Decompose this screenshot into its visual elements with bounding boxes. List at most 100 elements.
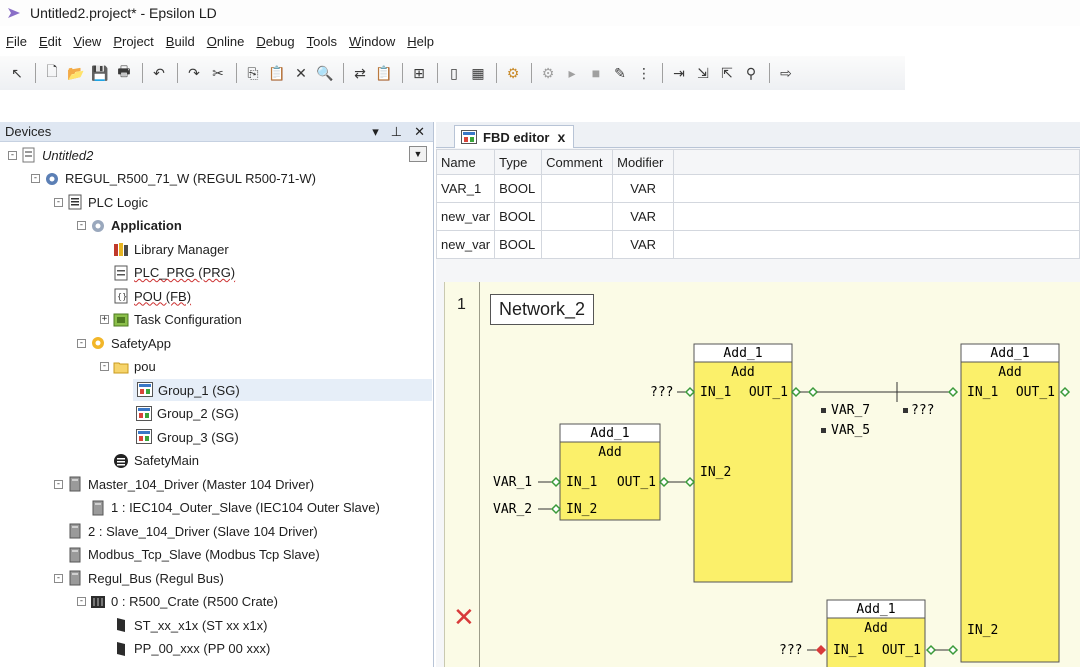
tree-item-safetymain[interactable]: SafetyMain [100,450,199,472]
tree-item-plc[interactable]: -PLC Logic [54,191,148,213]
block-type-label[interactable]: Add [598,445,621,460]
block-instance-name[interactable]: Add_1 [590,426,629,441]
tools-button[interactable]: ✎ [609,62,631,84]
tree-item-plc_prg[interactable]: PLC_PRG (PRG) [100,262,235,284]
pin-connector[interactable] [1059,386,1071,398]
step-over-button[interactable]: ⇥ [668,62,690,84]
logout-button[interactable]: ⚙ [537,62,559,84]
copy-button[interactable]: ⎘ [242,62,264,84]
login-button[interactable]: ⚙ [502,62,524,84]
collapse-icon[interactable]: - [31,173,40,183]
screen-button[interactable]: ▦ [467,62,489,84]
pin-connector[interactable] [550,476,562,488]
device-button[interactable]: ▯ [443,62,465,84]
collapse-icon[interactable]: - [54,196,63,207]
pin-connector[interactable] [947,386,959,398]
tab-close-icon[interactable]: x [557,129,566,145]
pin-connector[interactable] [684,476,696,488]
insert-button[interactable]: ⊞ [408,62,430,84]
breakpoint-button[interactable]: ⋮ [633,62,655,84]
tree-item-library[interactable]: Library Manager [100,238,229,260]
menu-file[interactable]: File [6,33,27,49]
tree-item-1[interactable]: 1 : IEC104_Outer_Slave (IEC104 Outer Sla… [77,497,380,519]
output-pin-label[interactable]: OUT_1 [749,385,788,400]
undo-button[interactable]: ↶ [148,62,170,84]
tree-item-group_1[interactable]: Group_1 (SG) [133,379,432,401]
column-header-name[interactable]: Name [435,149,496,175]
pin-connector[interactable] [947,644,959,656]
block-type-label[interactable]: Add [731,365,754,380]
step-into-button[interactable]: ⇲ [692,62,714,84]
collapse-icon[interactable]: - [100,361,109,371]
input-pin-label[interactable]: IN_1 [967,385,998,400]
menu-window[interactable]: Window [348,33,396,49]
tree-dropdown-button[interactable]: ▼ [409,146,427,162]
tree-item-0[interactable]: -0 : R500_Crate (R500 Crate) [77,591,278,613]
redo-button[interactable]: ↷ [183,62,205,84]
column-header-comment[interactable]: Comment [541,149,614,175]
input-pin-label[interactable]: IN_1 [700,385,731,400]
collapse-icon[interactable]: - [77,220,86,230]
block-instance-name[interactable]: Add_1 [990,346,1029,361]
collapse-icon[interactable]: - [54,478,63,489]
block-type-label[interactable]: Add [864,621,887,636]
paste-button[interactable]: 📋 [266,62,288,84]
pin-icon[interactable]: ⊥ [390,124,403,139]
pin-connector[interactable] [815,644,827,656]
pin-connector[interactable] [658,476,670,488]
cell-modifier[interactable]: VAR [612,174,675,203]
input-pin-label[interactable]: IN_2 [700,465,731,480]
forward-button[interactable]: ⇨ [775,62,797,84]
open-folder-button[interactable]: 📂 [65,62,87,84]
block-type-label[interactable]: Add [998,365,1021,380]
cell-name[interactable]: new_var [435,202,496,231]
tree-item-st_xx_x1x[interactable]: ST_xx_x1x (ST xx x1x) [100,614,267,636]
menu-debug[interactable]: Debug [256,33,295,49]
print-button[interactable]: 🖶 [113,62,135,84]
tree-item-application[interactable]: -Application [77,215,182,237]
tree-item-group_2[interactable]: Group_2 (SG) [123,403,239,425]
tree-item-regul_bus[interactable]: -Regul_Bus (Regul Bus) [54,567,224,589]
column-header-type[interactable]: Type [494,149,543,175]
output-pin-label[interactable]: OUT_1 [617,475,656,490]
network-title[interactable]: Network_2 [490,294,595,325]
menu-help[interactable]: Help [407,33,434,49]
menu-edit[interactable]: Edit [38,33,62,49]
step-out-button[interactable]: ⇱ [716,62,738,84]
menu-view[interactable]: View [73,33,102,49]
column-header-modifier[interactable]: Modifier [612,149,675,175]
pin-connector[interactable] [807,386,819,398]
cell-modifier[interactable]: VAR [612,202,675,231]
tree-item-safetyapp[interactable]: -SafetyApp [77,332,171,354]
pin-connector[interactable] [684,386,696,398]
cell-type[interactable]: BOOL [494,174,543,203]
tree-item-group_3[interactable]: Group_3 (SG) [123,426,239,448]
input-pin-label[interactable]: IN_2 [566,502,597,517]
tree-item-modbus_tcp_slave[interactable]: Modbus_Tcp_Slave (Modbus Tcp Slave) [54,544,320,566]
panel-menu-icon[interactable]: ▾ [372,124,379,139]
cell-comment[interactable] [541,202,614,231]
new-file-button[interactable]: 🗋 [41,62,63,84]
fbd-block[interactable] [960,361,1060,663]
cut-button[interactable]: ✂ [207,62,229,84]
output-pin-label[interactable]: OUT_1 [882,643,921,658]
pin-connector[interactable] [790,386,802,398]
stop-button[interactable]: ■ [585,62,607,84]
save-button[interactable]: 💾 [89,62,111,84]
tree-item-task[interactable]: +Task Configuration [100,309,242,331]
fbd-block[interactable] [826,617,926,667]
tree-item-pou[interactable]: -pou [100,356,156,378]
replace-button[interactable]: ⇄ [349,62,371,84]
cell-modifier[interactable]: VAR [612,230,675,259]
block-instance-name[interactable]: Add_1 [723,346,762,361]
cell-type[interactable]: BOOL [494,230,543,259]
input-pin-label[interactable]: IN_1 [833,643,864,658]
debug-button[interactable]: ⚲ [740,62,762,84]
tree-item-2[interactable]: 2 : Slave_104_Driver (Slave 104 Driver) [54,520,318,542]
run-button[interactable]: ▸ [561,62,583,84]
menu-tools[interactable]: Tools [306,33,337,49]
delete-button[interactable]: ✕ [290,62,312,84]
collapse-icon[interactable]: - [8,149,17,160]
